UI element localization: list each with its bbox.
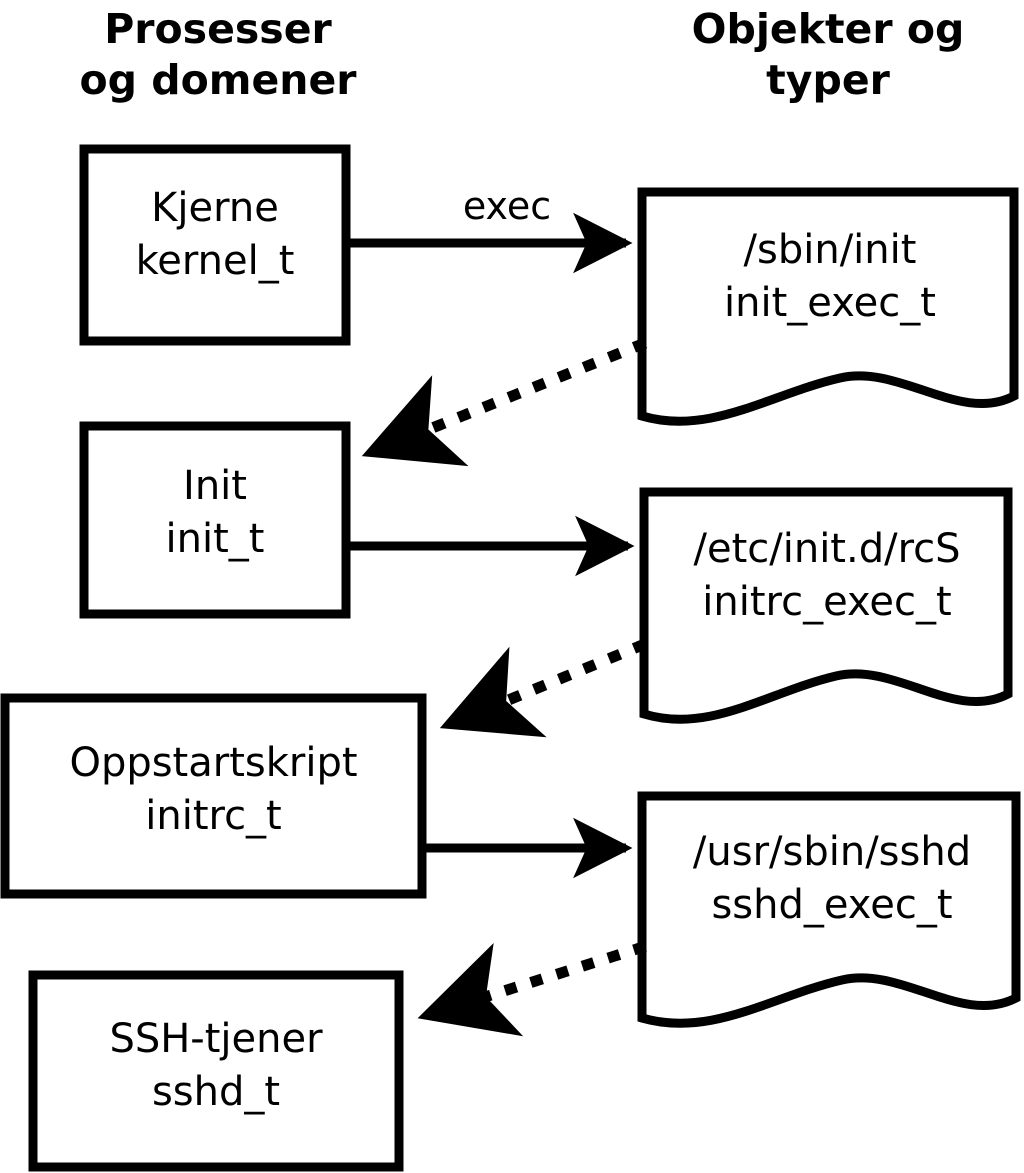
object-doc-usr-sshd[interactable] [637,791,1021,1028]
column-heading-objects: Objekter og typer [691,5,965,105]
edge-usr-sshd-transition-sshd [417,941,647,1037]
edge-label-exec: exec [462,184,552,228]
object-doc-initd-rcs[interactable] [639,487,1013,724]
object-doc-sbin-init[interactable] [637,187,1019,426]
edge-sbin-init-transition-init [361,337,648,467]
column-heading-processes: Prosesser og domener [79,5,357,105]
process-box-kernel[interactable] [79,144,351,346]
process-box-sshd[interactable] [28,970,404,1172]
process-box-initrc[interactable] [0,693,427,899]
process-box-init[interactable] [79,421,351,619]
edge-initd-rcs-transition-initrc [439,638,648,738]
